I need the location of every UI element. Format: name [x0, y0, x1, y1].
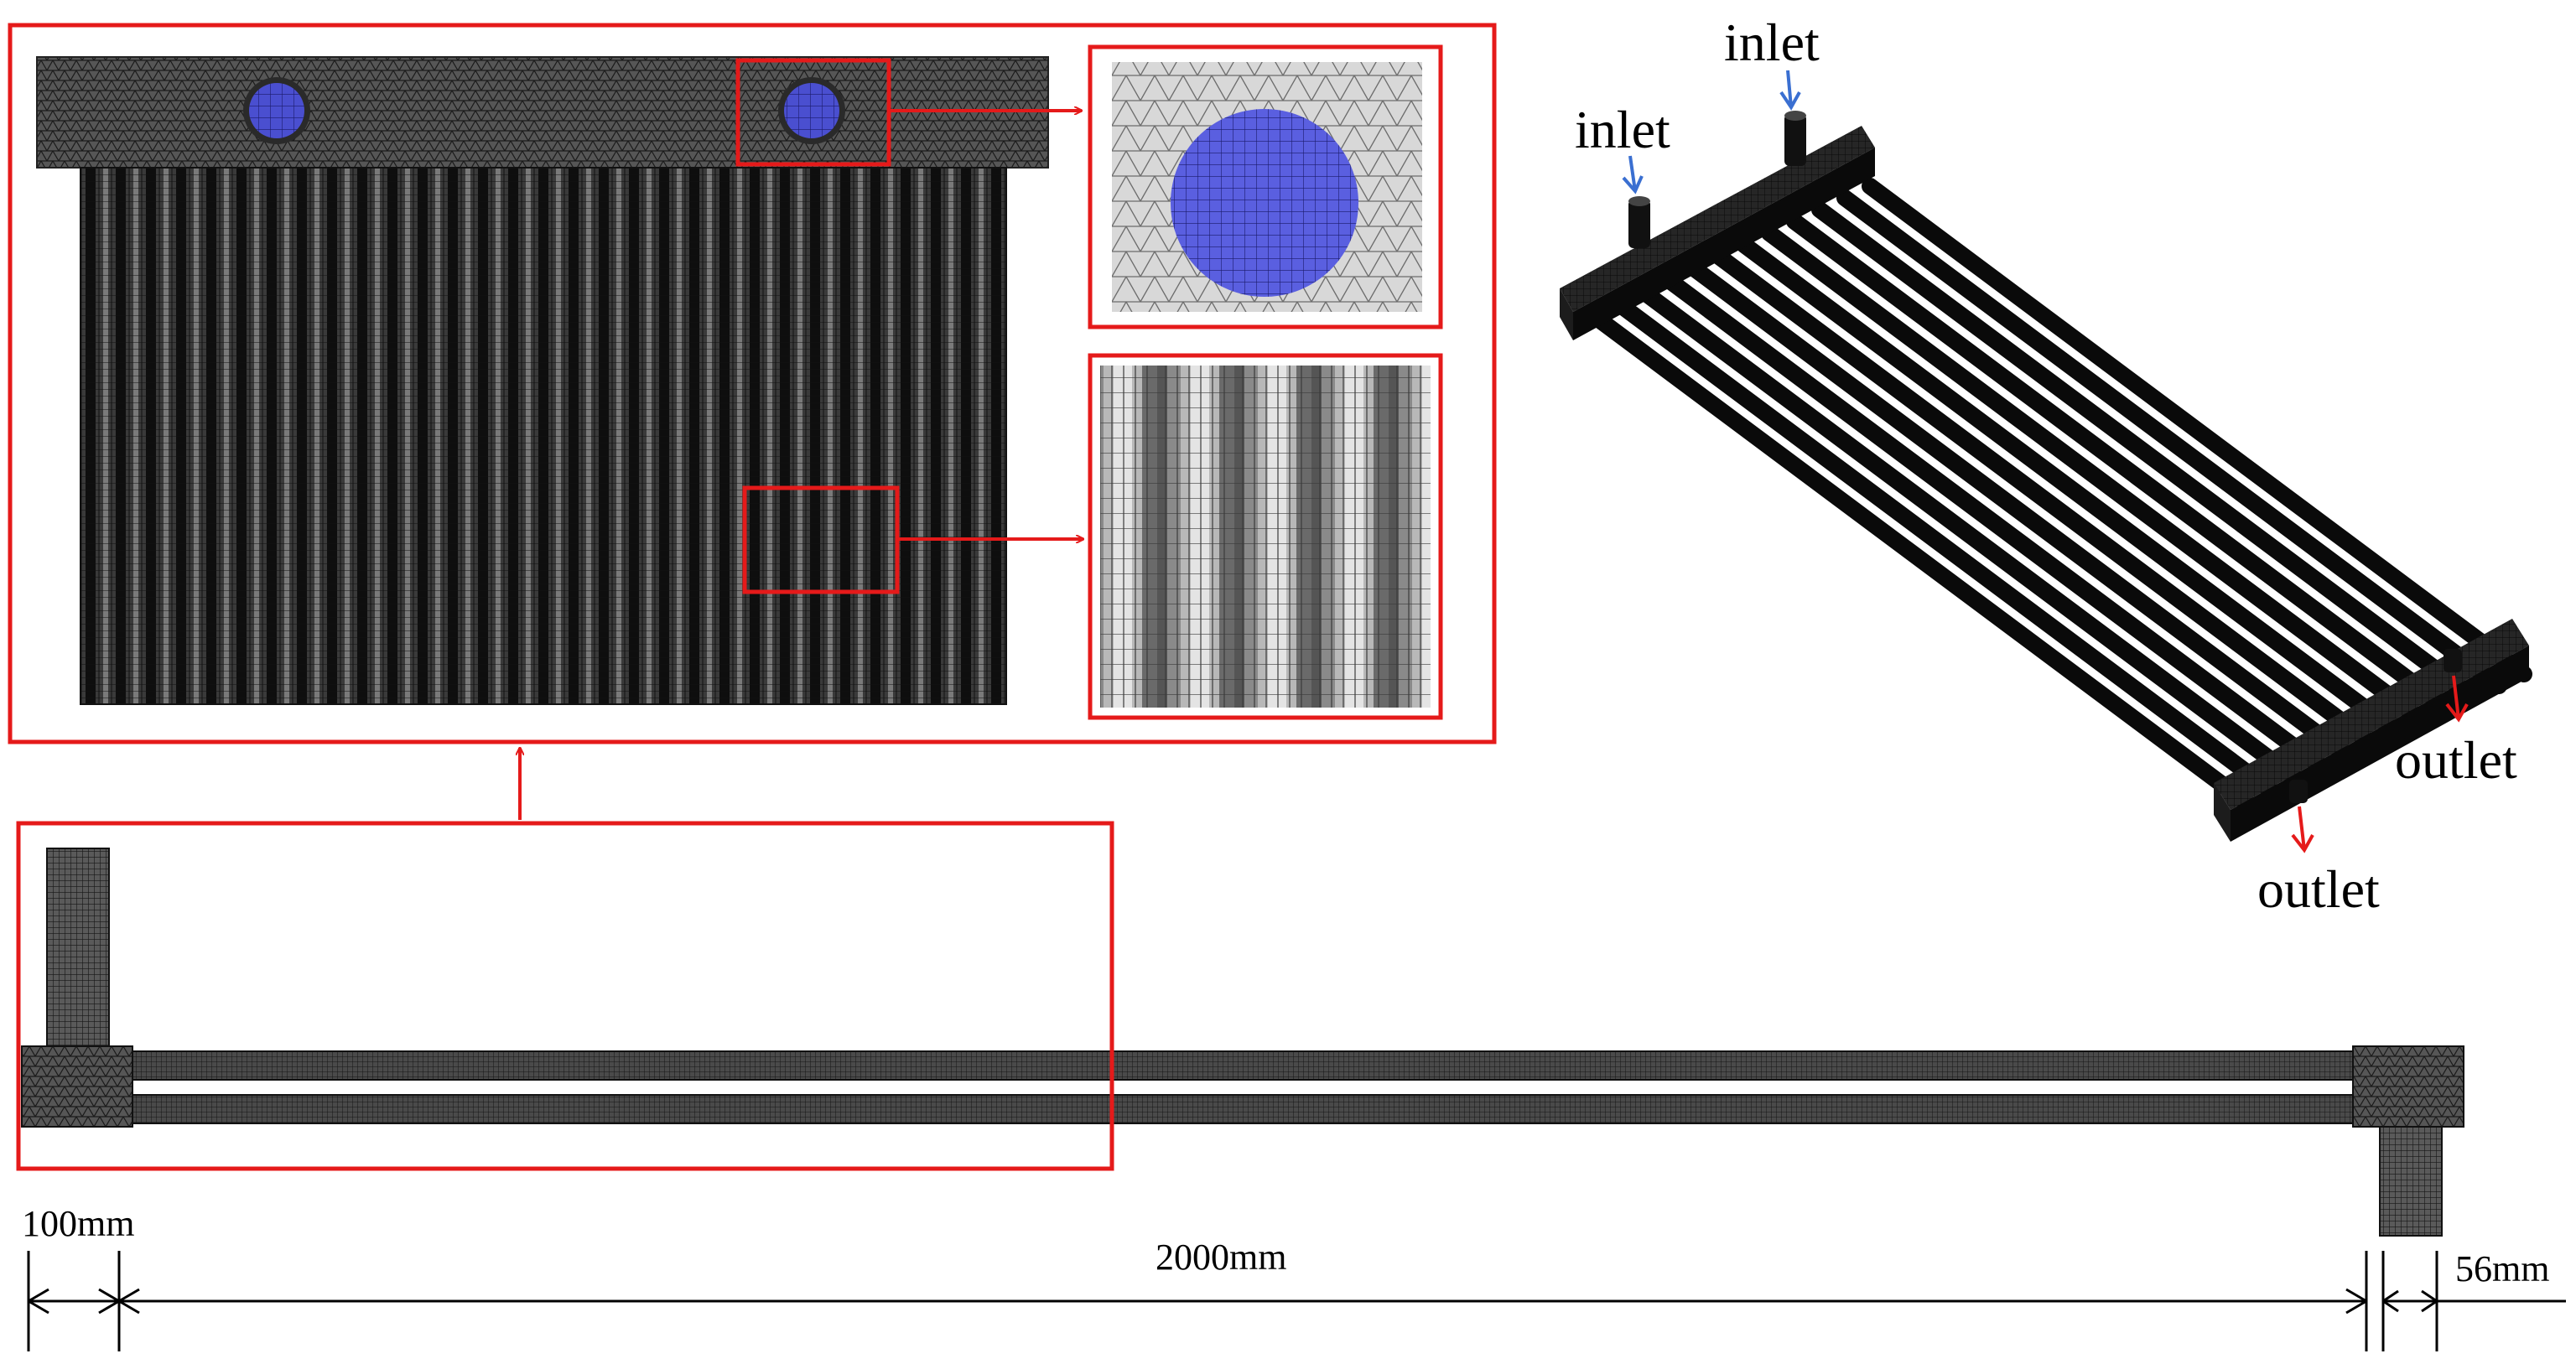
dimension-lines [27, 1251, 2566, 1351]
outlet-arrows [2291, 675, 2469, 853]
iso-inlet-stub-left-top [1628, 196, 1650, 206]
label-inlet-left: inlet [1575, 100, 1670, 159]
header-manifold-mesh [36, 56, 1049, 169]
dim-label-left: 100mm [22, 1203, 134, 1244]
isometric-model: inlet inlet outlet outlet [1560, 13, 2532, 919]
inlet-zoom-view [1088, 44, 1443, 329]
iso-inlet-stub-left [1628, 200, 1650, 248]
side-tube-lower [132, 1094, 2354, 1124]
dim-label-right: 56mm [2455, 1248, 2549, 1289]
outlet-arrow-left [2291, 806, 2314, 853]
iso-inlet-stub-right-top [1784, 111, 1806, 121]
inlet-zoom-quad-mesh [1171, 109, 1358, 297]
iso-bottom-manifold-end [2214, 783, 2231, 842]
side-view [16, 821, 2464, 1237]
side-tube-upper [132, 1050, 2354, 1081]
iso-top-manifold-end [1560, 288, 1573, 340]
side-left-manifold [21, 1045, 133, 1128]
inlet-zoom-frame [1088, 44, 1443, 329]
inlet-arrows [1622, 70, 1801, 194]
side-inlet-pipe [46, 848, 110, 1050]
label-outlet-right: outlet [2395, 730, 2517, 790]
inlet-arrow-right [1779, 70, 1801, 111]
label-inlet-right: inlet [1724, 13, 1820, 72]
dim-arrows-left [28, 1288, 120, 1315]
iso-outlet-stub-right [2444, 649, 2462, 672]
inlet-section-right-grid [784, 83, 839, 138]
detail-panel-frame [8, 23, 1497, 744]
inlet-section-left-grid [249, 83, 304, 138]
inlet-arrow-left [1622, 155, 1644, 194]
dim-arrows-middle [118, 1288, 2367, 1315]
side-outlet-pipe [2379, 1126, 2443, 1237]
tube-zoom-frame [1088, 353, 1443, 720]
tube-zoom-mesh [1100, 366, 1431, 708]
riser-tubes-mesh [80, 167, 1007, 705]
iso-top-manifold-top [1560, 126, 1875, 312]
label-outlet-bottom: outlet [2257, 859, 2380, 919]
iso-inlet-stub-right [1784, 114, 1806, 166]
iso-outlet-stub-left [2289, 780, 2308, 803]
mesh-detail-panel [8, 23, 1497, 744]
side-right-manifold [2352, 1045, 2464, 1128]
dim-arrows-right [2382, 1289, 2438, 1313]
outlet-arrow-right [2445, 675, 2469, 723]
tube-zoom-view [1088, 353, 1443, 720]
iso-tubes [1585, 178, 2532, 812]
iso-top-manifold-front [1573, 148, 1875, 340]
dim-label-middle: 2000mm [1156, 1237, 1286, 1278]
side-highlight-box [16, 821, 1114, 1171]
